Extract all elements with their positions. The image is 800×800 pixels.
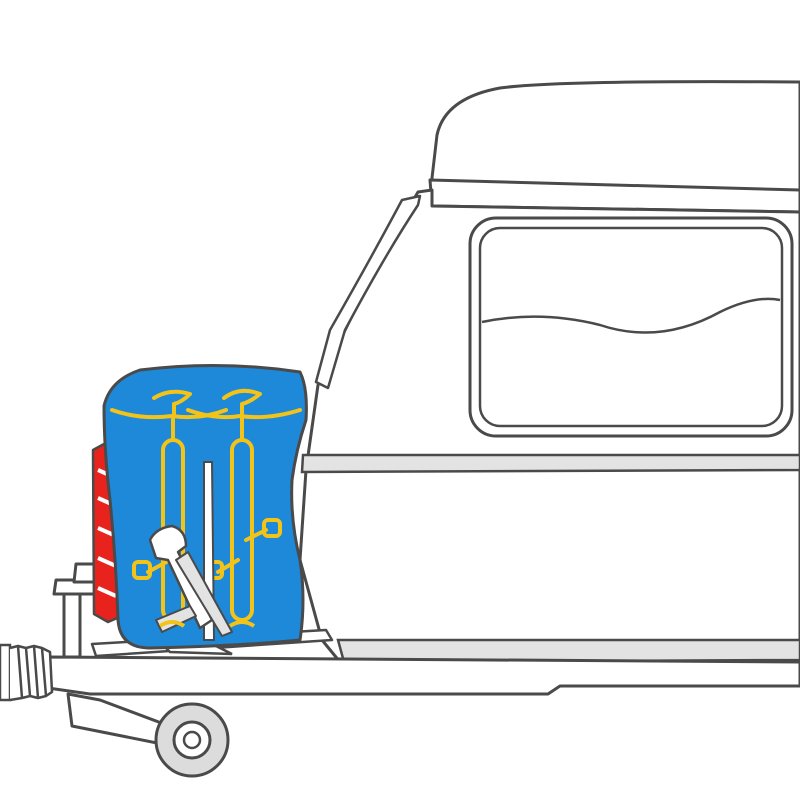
pedal-left	[132, 560, 152, 580]
saddle-left	[152, 389, 192, 418]
window-curtain	[481, 297, 781, 334]
jockey-wheel	[154, 702, 230, 778]
side-window-inner	[478, 226, 784, 428]
clamp-diagonal	[175, 551, 233, 637]
drawbar-beam	[46, 655, 800, 696]
side-stripe	[300, 453, 800, 474]
saddle-right	[222, 388, 262, 418]
rack-clamp-arm	[148, 524, 233, 637]
tow-drawbar	[46, 562, 800, 750]
front-window-frame	[314, 194, 422, 390]
coupling-bellows	[0, 643, 54, 702]
bellows-ribs	[9, 644, 54, 702]
handbrake-post	[62, 590, 82, 659]
lower-skirt	[336, 638, 800, 664]
tyre-base-right	[228, 620, 256, 628]
clamp-base-bar	[155, 605, 197, 633]
caravan-body	[298, 80, 800, 664]
caravan-roof	[430, 80, 800, 192]
tyre-base-left	[158, 620, 186, 628]
pedal-right	[262, 518, 282, 538]
